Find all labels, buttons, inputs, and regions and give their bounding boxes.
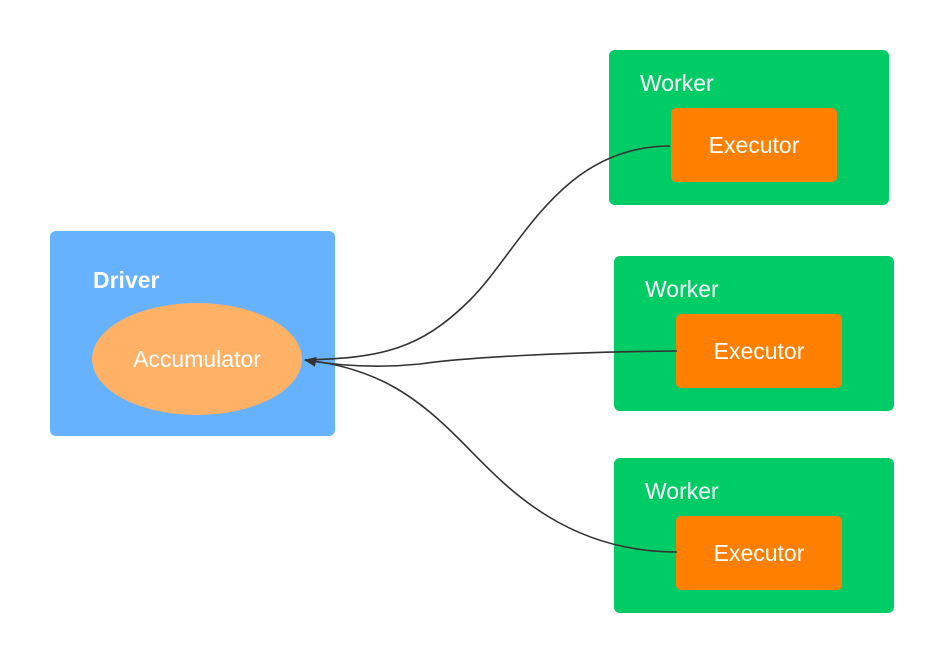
worker-title: Worker xyxy=(645,276,719,302)
driver-title: Driver xyxy=(93,267,160,293)
executor-box: Executor xyxy=(671,108,837,182)
executor-box: Executor xyxy=(676,516,842,590)
worker-box-1: Worker Executor xyxy=(609,50,889,205)
accumulator-ellipse: Accumulator xyxy=(92,303,302,415)
executor-box: Executor xyxy=(676,314,842,388)
connector-executor-2 xyxy=(304,350,678,367)
worker-box-3: Worker Executor xyxy=(614,458,894,613)
worker-box-2: Worker Executor xyxy=(614,256,894,411)
accumulator-label: Accumulator xyxy=(133,345,261,372)
connector-executor-1 xyxy=(304,145,671,361)
driver-box: Driver Accumulator xyxy=(50,231,335,436)
worker-title: Worker xyxy=(645,478,719,504)
executor-label: Executor xyxy=(708,131,800,158)
executor-label: Executor xyxy=(713,539,805,566)
connector-executor-3 xyxy=(304,359,678,553)
executor-label: Executor xyxy=(713,337,805,364)
worker-title: Worker xyxy=(640,70,714,96)
